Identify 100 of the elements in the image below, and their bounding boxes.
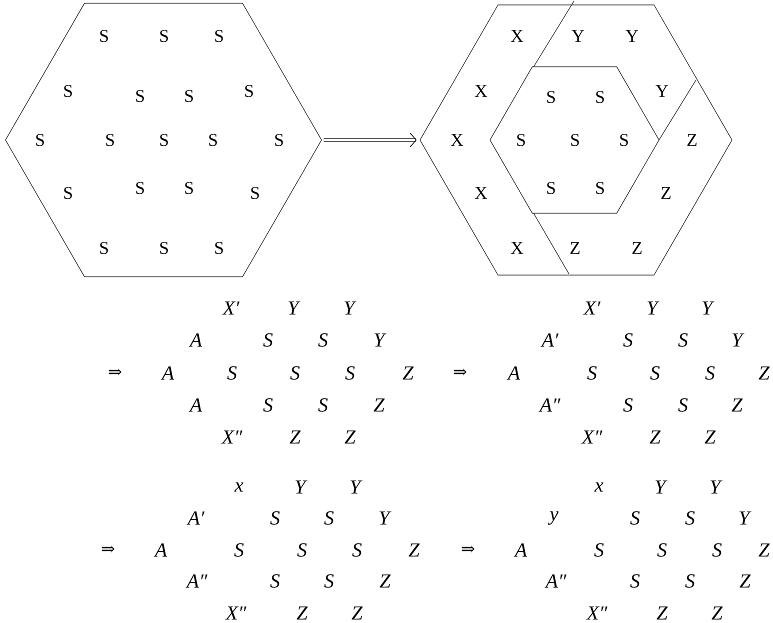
math-letter: x xyxy=(234,482,244,492)
math-letter: S xyxy=(678,398,688,412)
math-letter: Y xyxy=(350,480,362,494)
letter: S xyxy=(596,90,604,104)
math-letter: Z xyxy=(758,543,770,557)
math-letter: X″ xyxy=(586,606,608,620)
letter: S xyxy=(64,186,72,200)
letter: S xyxy=(596,182,604,194)
math-letter: Y xyxy=(374,333,386,347)
math-letter: S xyxy=(227,366,237,380)
letter: S xyxy=(547,90,555,104)
letter: S xyxy=(547,182,555,194)
letter: Y xyxy=(572,30,584,42)
letter: S xyxy=(160,30,168,42)
math-letter: S xyxy=(352,543,362,557)
math-letter: A′ xyxy=(540,333,559,347)
implies-arrow xyxy=(324,132,417,148)
math-letter: A xyxy=(160,366,174,380)
letter: S xyxy=(136,90,144,102)
math-letter: Z xyxy=(712,606,723,620)
implies-symbol: ⇒ xyxy=(462,546,474,552)
math-letter: Z xyxy=(732,398,743,412)
letter: S xyxy=(245,84,253,98)
math-letter: S xyxy=(587,366,597,380)
math-letter: Y xyxy=(710,480,722,494)
math-letter: Z xyxy=(290,430,301,444)
math-letter: Y xyxy=(296,480,308,494)
letter: S xyxy=(517,134,525,146)
letter: S xyxy=(185,90,193,102)
letter: Z xyxy=(687,134,696,146)
letter: Z xyxy=(570,242,580,254)
math-letter: S xyxy=(657,543,667,557)
math-letter: S xyxy=(678,333,688,347)
letter: S xyxy=(185,182,193,194)
math-letter: S xyxy=(263,333,273,347)
letter: S xyxy=(100,30,108,42)
math-letter: X″ xyxy=(221,430,242,444)
math-letter: x xyxy=(594,482,604,492)
math-letter: A″ xyxy=(186,574,208,588)
math-letter: Y xyxy=(344,301,356,315)
math-letter: S xyxy=(630,511,640,525)
math-letter: A″ xyxy=(544,574,566,588)
math-letter: S xyxy=(705,366,715,380)
letter: S xyxy=(215,30,223,42)
math-letter: S xyxy=(594,543,604,557)
implies-symbol: ⇒ xyxy=(108,368,122,376)
letter: S xyxy=(251,186,259,200)
math-letter: X″ xyxy=(581,430,602,444)
math-letter: S xyxy=(270,511,280,525)
math-letter: Z xyxy=(402,366,414,380)
math-letter: X″ xyxy=(225,606,246,620)
letter: Y xyxy=(626,30,638,42)
letter: Z xyxy=(661,187,670,199)
math-letter: Y xyxy=(740,511,752,525)
math-letter: Y xyxy=(732,333,744,347)
math-letter: S xyxy=(318,398,328,412)
letter: S xyxy=(275,134,283,146)
math-letter: S xyxy=(345,366,355,380)
letter: S xyxy=(571,134,579,146)
math-letter: A xyxy=(154,543,168,557)
letter: S xyxy=(160,242,168,254)
letter: S xyxy=(64,84,72,98)
letter: S xyxy=(100,242,108,254)
math-letter: S xyxy=(263,398,273,412)
math-letter: S xyxy=(234,543,244,557)
letter: S xyxy=(160,134,168,146)
math-letter: Z xyxy=(408,543,420,557)
letter: X xyxy=(474,85,488,97)
math-letter: Y xyxy=(702,301,714,315)
math-letter: X′ xyxy=(583,301,601,315)
letter: Y xyxy=(656,85,668,97)
math-letter: S xyxy=(270,574,280,588)
letter: X xyxy=(510,30,524,42)
math-letter: S xyxy=(324,574,334,588)
math-letter: Z xyxy=(656,606,668,620)
math-letter: S xyxy=(290,366,300,380)
letter: S xyxy=(620,134,628,146)
math-letter: S xyxy=(685,511,695,525)
math-letter: Z xyxy=(758,366,770,380)
math-letter: S xyxy=(623,398,633,412)
math-letter: Z xyxy=(380,574,391,588)
math-letter: Y xyxy=(288,301,300,315)
math-letter: Y xyxy=(656,480,668,494)
implies-symbol: ⇒ xyxy=(454,368,466,376)
math-letter: S xyxy=(324,511,334,525)
math-letter: Y xyxy=(380,511,392,525)
letter: S xyxy=(136,182,144,194)
math-letter: Z xyxy=(704,430,716,444)
letter: S xyxy=(209,134,217,146)
math-letter: Z xyxy=(296,606,308,620)
math-letter: Y xyxy=(648,301,660,315)
math-letter: A″ xyxy=(538,398,560,412)
math-letter: A′ xyxy=(186,511,205,525)
letter: X xyxy=(510,242,524,254)
letter: X xyxy=(474,187,488,199)
math-letter: y xyxy=(548,511,558,525)
implies-symbol: ⇒ xyxy=(102,546,114,552)
letter: S xyxy=(106,134,114,146)
letter: S xyxy=(36,134,44,146)
math-letter: S xyxy=(297,543,307,557)
